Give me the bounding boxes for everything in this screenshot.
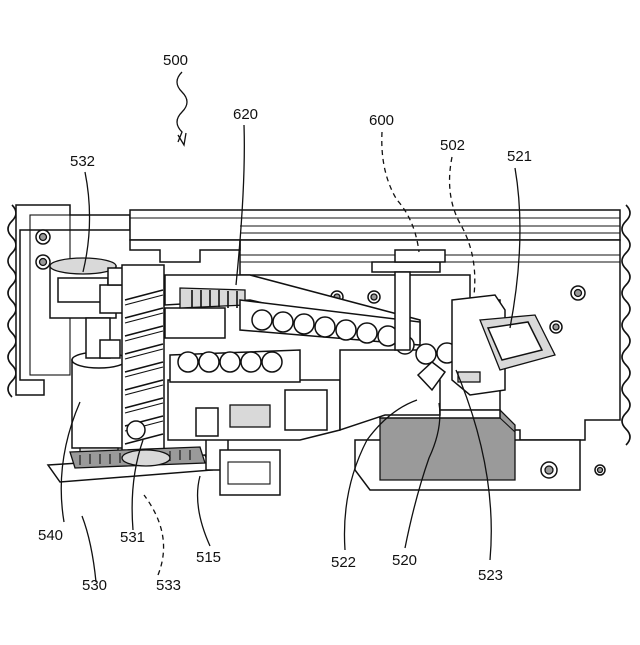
spring-531 — [122, 265, 164, 465]
left-break-line — [8, 205, 16, 397]
label-540: 540 — [38, 527, 63, 544]
label-600: 600 — [369, 112, 394, 129]
label-530: 530 — [82, 577, 107, 594]
label-533: 533 — [156, 577, 181, 594]
label-532: 532 — [70, 153, 95, 170]
label-521: 521 — [507, 148, 532, 165]
label-520: 520 — [392, 552, 417, 569]
label-522: 522 — [331, 554, 356, 571]
label-500: 500 — [163, 52, 188, 69]
right-break-line — [622, 205, 630, 445]
label-515: 515 — [196, 549, 221, 566]
motor-540 — [72, 318, 126, 462]
label-531: 531 — [120, 529, 145, 546]
label-523: 523 — [478, 567, 503, 584]
label-620: 620 — [233, 106, 258, 123]
label-502: 502 — [440, 137, 465, 154]
